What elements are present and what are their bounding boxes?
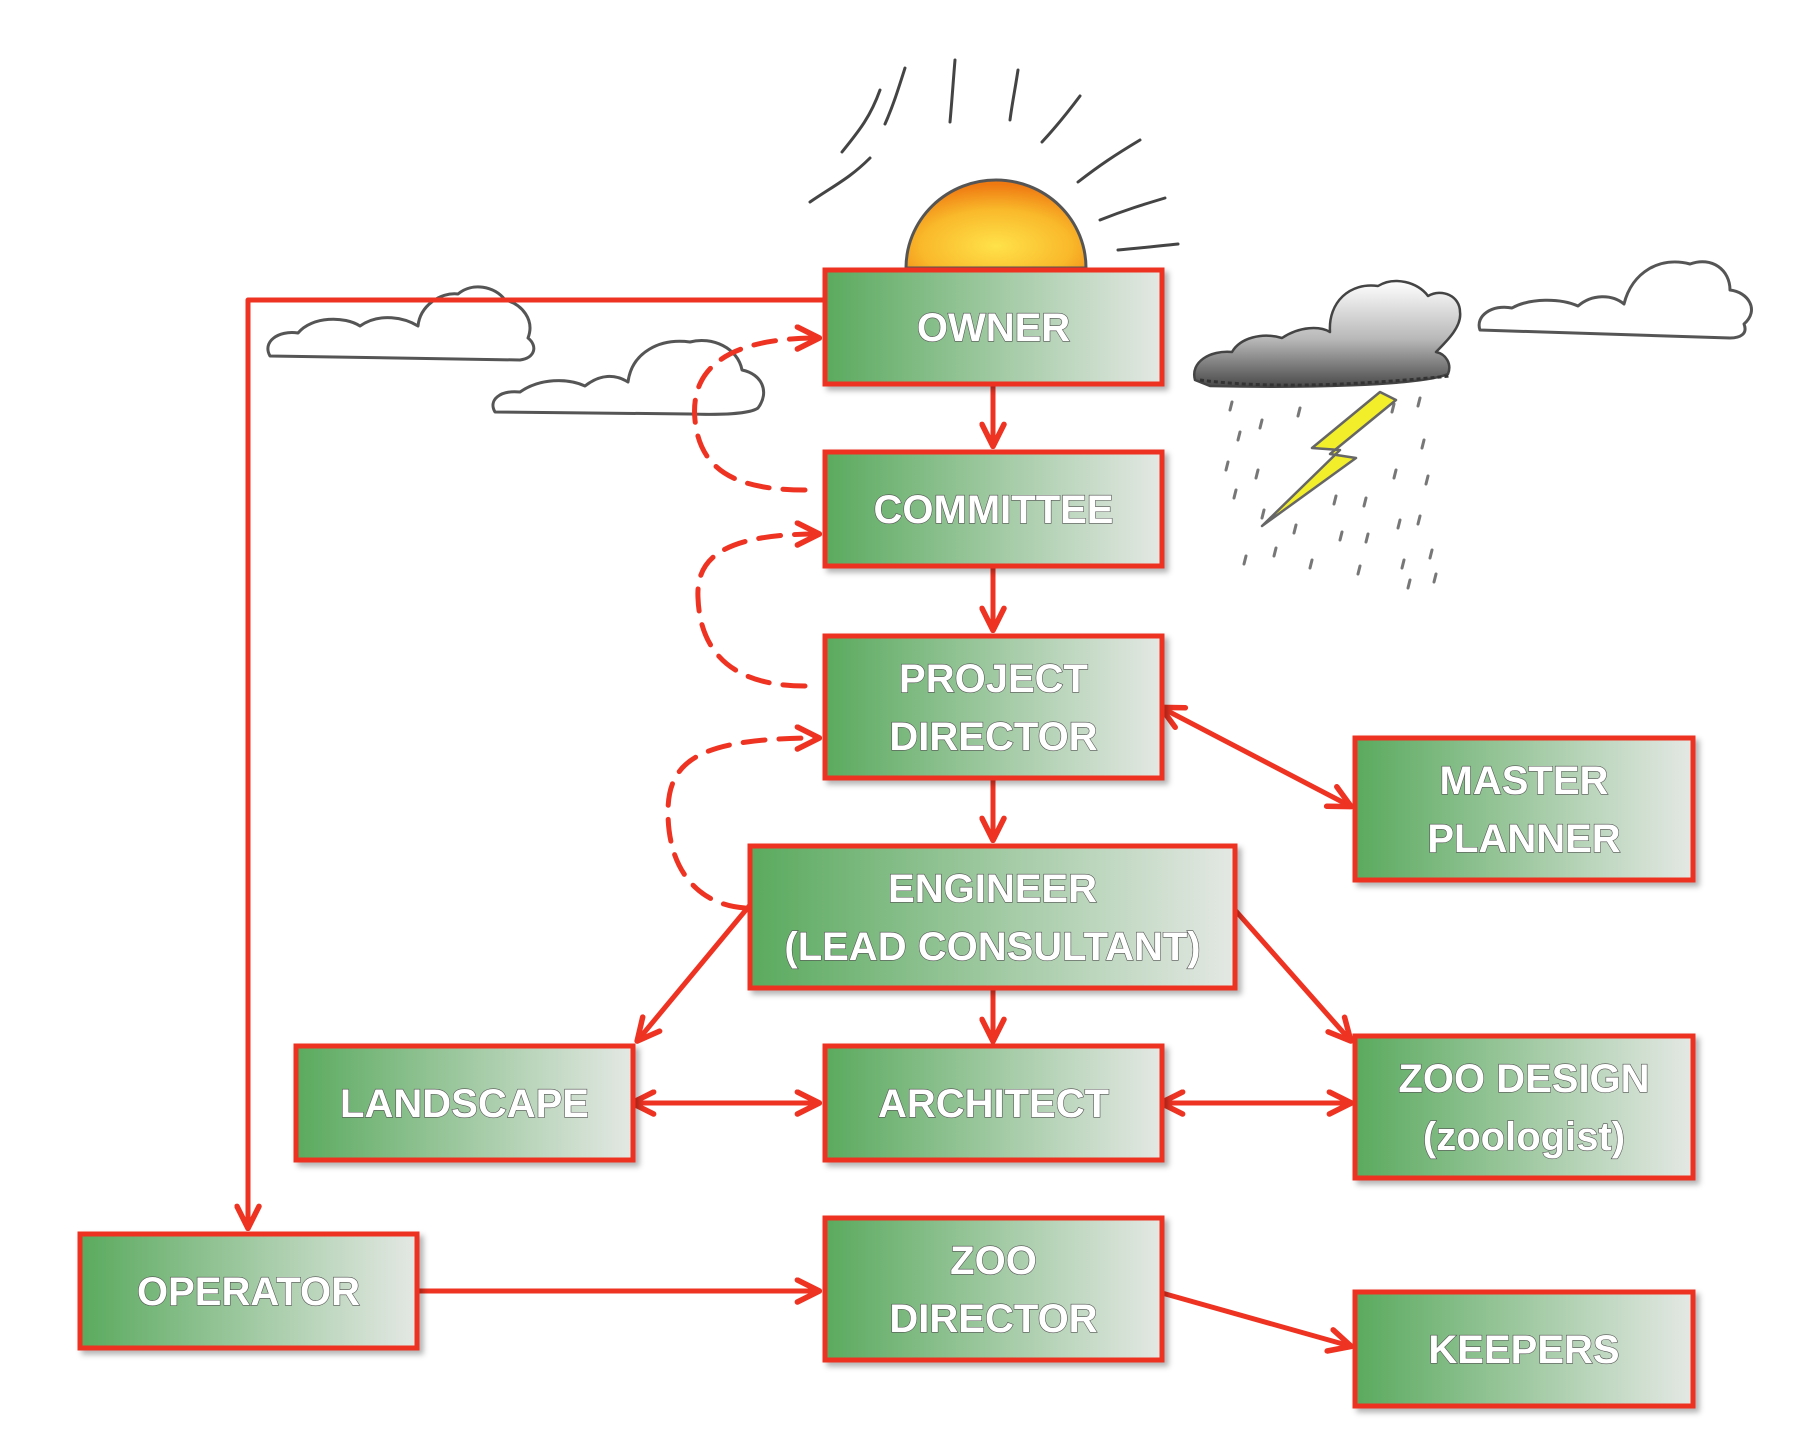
node-label: DIRECTOR: [889, 1297, 1097, 1341]
node-box: [1352, 1033, 1696, 1181]
node-zoo-design: ZOO DESIGN (zoologist): [1352, 1033, 1696, 1181]
lightning-bolt-icon: [1260, 390, 1398, 528]
node-zoo-director: ZOO DIRECTOR: [822, 1215, 1165, 1363]
cloud-icon: [491, 339, 765, 416]
edge-project-director-to-committee: [695, 520, 823, 689]
node-box: [1352, 735, 1696, 883]
node-label: MASTER: [1440, 759, 1609, 803]
edge-owner-to-operator: [234, 297, 828, 1232]
edge-engineer-to-landscape: [634, 902, 753, 1044]
node-label: PLANNER: [1427, 817, 1620, 861]
node-project-director: PROJECT DIRECTOR: [822, 633, 1165, 781]
node-label: ZOO: [950, 1239, 1037, 1283]
cloud-icon: [1477, 260, 1753, 340]
edge-zoo-director-to-keepers: [1159, 1290, 1355, 1354]
node-label: (zoologist): [1423, 1115, 1625, 1159]
storm-cloud-icon: [1192, 279, 1462, 388]
node-engineer: ENGINEER (LEAD CONSULTANT): [747, 843, 1238, 991]
node-label: COMMITTEE: [874, 488, 1114, 532]
node-box: [822, 1215, 1165, 1363]
sun-icon: [808, 58, 1180, 270]
node-box: [822, 633, 1165, 781]
node-box: [293, 1043, 636, 1163]
edge-committee-to-owner: [692, 324, 823, 493]
edge-engineer-to-zoo-design: [1232, 907, 1354, 1044]
node-label: ENGINEER: [888, 867, 1097, 911]
node-box: [822, 1043, 1165, 1163]
node-keepers: KEEPERS: [1352, 1289, 1696, 1409]
node-label: PROJECT: [899, 657, 1088, 701]
node-label: ARCHITECT: [878, 1082, 1109, 1126]
node-owner: OWNER: [822, 267, 1165, 387]
node-master-planner: MASTER PLANNER: [1352, 735, 1696, 883]
edge-engineer-to-project-director: [665, 724, 823, 911]
node-label: LANDSCAPE: [340, 1082, 589, 1126]
cloud-icon: [266, 285, 536, 362]
node-box: [747, 843, 1238, 991]
node-box: [1352, 1289, 1696, 1409]
node-label: KEEPERS: [1428, 1328, 1619, 1372]
node-label: (LEAD CONSULTANT): [784, 925, 1200, 969]
node-committee: COMMITTEE: [822, 449, 1165, 569]
node-box: [822, 449, 1165, 569]
edge-project-director-to-master-planner: [1158, 704, 1354, 810]
rain-icon: [1224, 396, 1438, 590]
node-label: ZOO DESIGN: [1398, 1057, 1649, 1101]
node-label: OWNER: [917, 306, 1070, 350]
node-architect: ARCHITECT: [822, 1043, 1165, 1163]
node-box: [822, 267, 1165, 387]
node-box: [77, 1231, 420, 1351]
node-operator: OPERATOR: [77, 1231, 420, 1351]
node-label: OPERATOR: [137, 1270, 360, 1314]
node-landscape: LANDSCAPE: [293, 1043, 636, 1163]
node-label: DIRECTOR: [889, 715, 1097, 759]
